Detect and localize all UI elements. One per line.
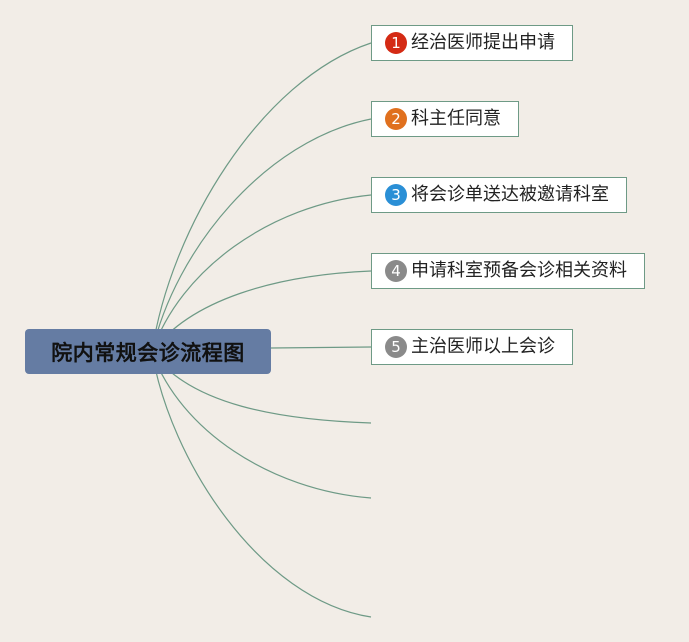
- step-label: 申请科室预备会诊相关资料: [411, 260, 627, 281]
- connector-step-3: [151, 194, 372, 353]
- step-node-1[interactable]: 1 经治医师提出申请: [371, 25, 573, 61]
- step-node-5[interactable]: 5 主治医师以上会诊: [371, 329, 573, 365]
- connector-step-1: [151, 42, 372, 353]
- step-number-badge: 5: [385, 336, 407, 358]
- connector-step-2: [151, 118, 372, 353]
- step-number-badge: 2: [385, 108, 407, 130]
- step-node-3[interactable]: 3 将会诊单送达被邀请科室: [371, 177, 627, 213]
- step-number-badge: 3: [385, 184, 407, 206]
- connector-empty-2: [151, 351, 372, 499]
- step-label: 经治医师提出申请: [411, 32, 555, 53]
- step-number-badge: 1: [385, 32, 407, 54]
- step-node-2[interactable]: 2 科主任同意: [371, 101, 519, 137]
- step-label: 主治医师以上会诊: [411, 336, 555, 357]
- connector-step-5: [270, 346, 372, 349]
- step-label: 将会诊单送达被邀请科室: [411, 184, 609, 205]
- connector-empty-3: [151, 351, 372, 618]
- root-topic-title: 院内常规会诊流程图: [51, 340, 245, 365]
- step-label: 科主任同意: [411, 108, 501, 129]
- step-node-4[interactable]: 4 申请科室预备会诊相关资料: [371, 253, 645, 289]
- step-number-badge: 4: [385, 260, 407, 282]
- root-topic[interactable]: 院内常规会诊流程图: [25, 329, 271, 374]
